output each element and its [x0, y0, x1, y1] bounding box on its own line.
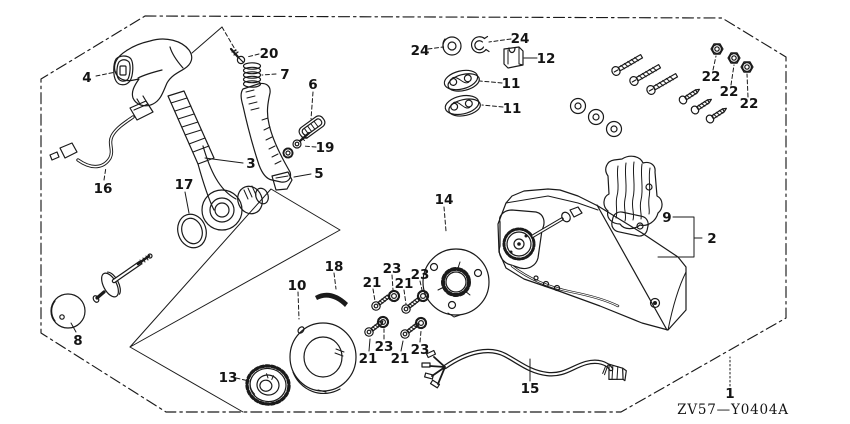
tapping-screws	[678, 88, 727, 124]
part-8-cap	[50, 293, 86, 329]
part-16-wire-harness	[49, 95, 154, 169]
callout-21-bottom-left: 21	[359, 351, 378, 367]
part-19-bolt	[282, 131, 311, 159]
callout-4: 4	[82, 70, 91, 86]
part-3-control-lever	[167, 90, 269, 231]
part-15-wire-harness	[421, 348, 627, 389]
callout-13: 13	[219, 370, 238, 386]
callout-23-bottom-right: 23	[411, 342, 430, 358]
part-5-link-arm	[240, 82, 293, 191]
callout-15: 15	[521, 381, 540, 397]
part-13-gear-ring	[245, 364, 291, 406]
part-11-clamp-upper	[443, 69, 480, 92]
hardware-washers	[569, 97, 623, 138]
part-18-arc-shim	[315, 292, 348, 307]
part-24-grommet	[442, 36, 462, 56]
leader-lines	[70, 38, 749, 387]
callout-24-left: 24	[411, 43, 430, 59]
callout-2: 2	[707, 231, 716, 247]
part-12-clamp	[503, 46, 524, 69]
part-2-control-box	[497, 188, 687, 331]
callout-14: 14	[435, 192, 454, 208]
diagram-artwork	[40, 15, 787, 413]
alignment-lines	[129, 26, 341, 413]
callout-18: 18	[325, 259, 344, 275]
part-7-spring	[242, 62, 262, 88]
callout-9: 9	[662, 210, 671, 226]
callout-22-first: 22	[702, 69, 721, 85]
callout-16: 16	[94, 181, 113, 197]
callout-3: 3	[246, 156, 255, 172]
callout-20: 20	[260, 46, 279, 62]
pivot-shaft	[92, 253, 153, 303]
frame-border	[40, 15, 787, 413]
diagram-code: ZV57—Y0404A	[677, 402, 789, 418]
callout-11-lower: 11	[503, 101, 522, 117]
callout-22-third: 22	[740, 96, 759, 112]
callout-24-right: 24	[511, 31, 530, 47]
callout-23-top-right: 23	[411, 267, 430, 283]
callout-labels: 4 20 7 6 19 3 5 16 17 24 24 12 11 11 22 …	[73, 31, 758, 402]
part-17-o-ring	[177, 213, 207, 249]
part-11-clamp-lower	[444, 94, 481, 117]
callout-12: 12	[537, 51, 556, 67]
callout-5: 5	[314, 166, 323, 182]
callout-23-top-left: 23	[383, 261, 402, 277]
callout-7: 7	[280, 67, 289, 83]
callout-1: 1	[725, 386, 734, 402]
part-10-ring-plate	[289, 322, 357, 395]
callout-21-bottom-right: 21	[391, 351, 410, 367]
callout-22-second: 22	[720, 84, 739, 100]
callout-21-top-left: 21	[363, 275, 382, 291]
part-14-mount-plate	[422, 248, 490, 318]
machine-screws	[611, 54, 679, 95]
callout-10: 10	[288, 278, 307, 294]
part-20-screw	[229, 47, 246, 65]
callout-6: 6	[308, 77, 317, 93]
part-22-nuts	[710, 43, 754, 73]
callout-11-upper: 11	[502, 76, 521, 92]
part-24-clip	[470, 35, 490, 54]
callout-19: 19	[316, 140, 335, 156]
callout-8: 8	[73, 333, 82, 349]
part-6-grip-pad	[298, 115, 326, 139]
callout-23-bottom-left: 23	[375, 339, 394, 355]
callout-21-top-right: 21	[395, 276, 414, 292]
callout-17: 17	[175, 177, 194, 193]
part-4-handle-grip	[113, 38, 193, 107]
part-23-nuts	[376, 289, 430, 330]
